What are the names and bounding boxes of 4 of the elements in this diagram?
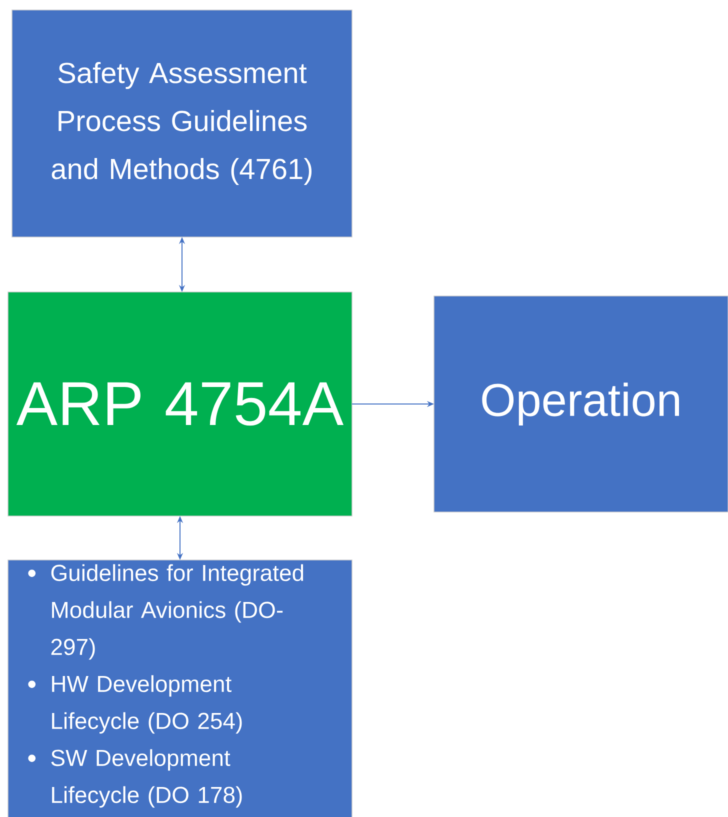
process-box: Operation: [434, 296, 728, 512]
process-box: Safety Assessment Process Guidelines and Methods (4761): [12, 10, 352, 238]
bullet-list-box: Guidelines for Integrated Modular Avionics (DO-297) HW Development Lifecycle (DO 254) SW Development Lifecycle (DO 178): [8, 560, 352, 817]
standard-box: ARP 4754A: [8, 292, 352, 516]
